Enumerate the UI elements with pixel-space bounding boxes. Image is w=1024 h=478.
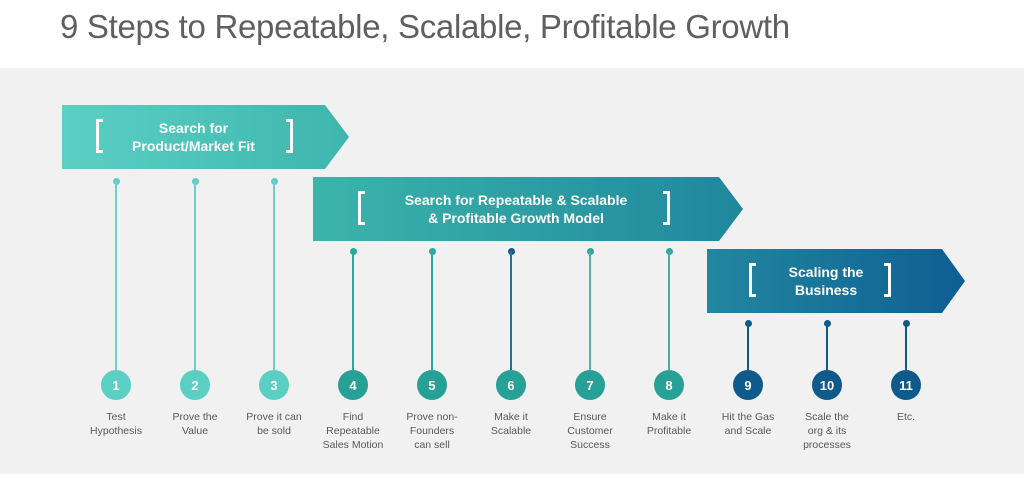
- phase-arrow-scaling: Scaling the Business: [707, 249, 965, 313]
- step-circle-3: 3: [259, 370, 289, 400]
- step-number: 2: [191, 377, 199, 393]
- step-number: 1: [112, 377, 120, 393]
- bracket-right-icon: [663, 191, 670, 225]
- connector-line: [668, 251, 670, 370]
- bracket-right-icon: [286, 119, 293, 153]
- page-title: 9 Steps to Repeatable, Scalable, Profita…: [60, 8, 790, 45]
- phase-label-line2: Product/Market Fit: [132, 138, 255, 154]
- bracket-left-icon: [96, 119, 103, 153]
- step-label-11: Etc.: [896, 411, 916, 423]
- step-number: 11: [899, 377, 913, 393]
- arrow-shape-icon: [313, 177, 743, 241]
- connector-line: [589, 251, 591, 370]
- phase-label-line2: Business: [794, 282, 858, 298]
- step-circle-5: 5: [417, 370, 447, 400]
- phase-label-line2: & Profitable Growth Model: [428, 210, 604, 226]
- step-circle-4: 4: [338, 370, 368, 400]
- bracket-left-icon: [358, 191, 365, 225]
- bracket-right-icon: [884, 263, 891, 297]
- step-circle-1: 1: [101, 370, 131, 400]
- phase-label-line1: Scaling the: [788, 264, 864, 280]
- step-circle-2: 2: [180, 370, 210, 400]
- step-number: 4: [349, 377, 357, 393]
- connector-line: [352, 251, 354, 370]
- step-number: 3: [270, 377, 278, 393]
- phase-arrow-product-market-fit: Search for Product/Market Fit: [62, 105, 349, 169]
- arrow-shape-icon: [707, 249, 965, 313]
- step-number: 8: [665, 377, 673, 393]
- step-circle-6: 6: [496, 370, 526, 400]
- connector-line: [747, 323, 749, 370]
- phase-label-line1: Search for: [158, 120, 229, 136]
- connector-line: [194, 181, 196, 370]
- connector-line: [905, 323, 907, 370]
- phase-label: Search for Product/Market Fit: [132, 119, 255, 155]
- step-circle-9: 9: [733, 370, 763, 400]
- step-number: 7: [586, 377, 594, 393]
- connector-line: [510, 251, 512, 370]
- connector-line: [826, 323, 828, 370]
- connector-line: [115, 181, 117, 370]
- step-number: 5: [428, 377, 436, 393]
- phase-label: Search for Repeatable & Scalable & Profi…: [405, 191, 628, 227]
- step-number: 9: [744, 377, 752, 393]
- step-circle-10: 10: [812, 370, 842, 400]
- step-circle-11: 11: [891, 370, 921, 400]
- step-number: 6: [507, 377, 515, 393]
- arrow-shape-icon: [62, 105, 349, 169]
- bracket-left-icon: [749, 263, 756, 297]
- connector-line: [431, 251, 433, 370]
- phase-label-line1: Search for Repeatable & Scalable: [404, 192, 628, 208]
- step-number: 10: [819, 377, 835, 393]
- phase-label: Scaling the Business: [789, 263, 864, 299]
- step-circle-7: 7: [575, 370, 605, 400]
- connector-line: [273, 181, 275, 370]
- phase-arrow-growth-model: Search for Repeatable & Scalable & Profi…: [313, 177, 743, 241]
- step-circle-8: 8: [654, 370, 684, 400]
